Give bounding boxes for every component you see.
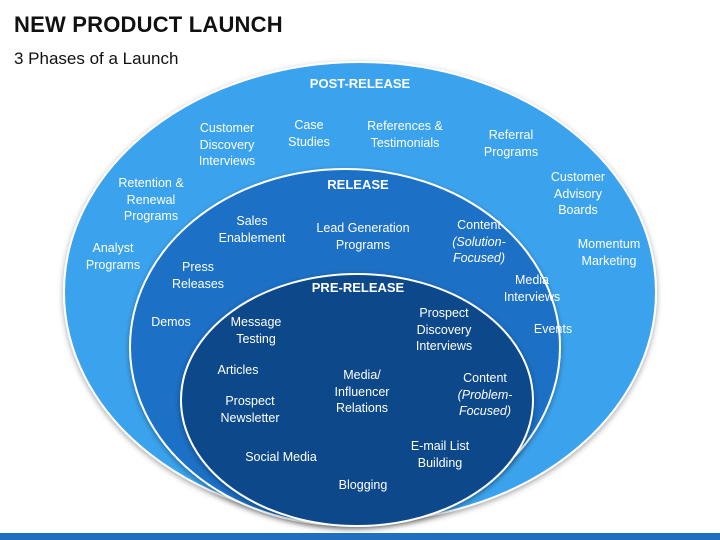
- pre-release-item: Articles: [217, 363, 259, 377]
- pre-release-title: PRE-RELEASE: [311, 280, 405, 295]
- post-release-item: References &Testimonials: [367, 119, 443, 150]
- bottom-accent-bar: [0, 533, 720, 540]
- pre-release-item: Content(Problem-Focused): [457, 371, 513, 418]
- release-item: Events: [533, 322, 573, 336]
- release-item: Demos: [151, 315, 191, 329]
- pre-release-item: Social Media: [245, 450, 317, 464]
- release-item: Content(Solution-Focused): [452, 218, 506, 265]
- pre-release-ellipse: [180, 273, 534, 527]
- release-title: RELEASE: [327, 177, 389, 192]
- post-release-title: POST-RELEASE: [309, 76, 411, 91]
- slide-title: NEW PRODUCT LAUNCH: [14, 12, 283, 37]
- slide-subtitle: 3 Phases of a Launch: [14, 49, 179, 68]
- pre-release-item: Blogging: [338, 478, 388, 492]
